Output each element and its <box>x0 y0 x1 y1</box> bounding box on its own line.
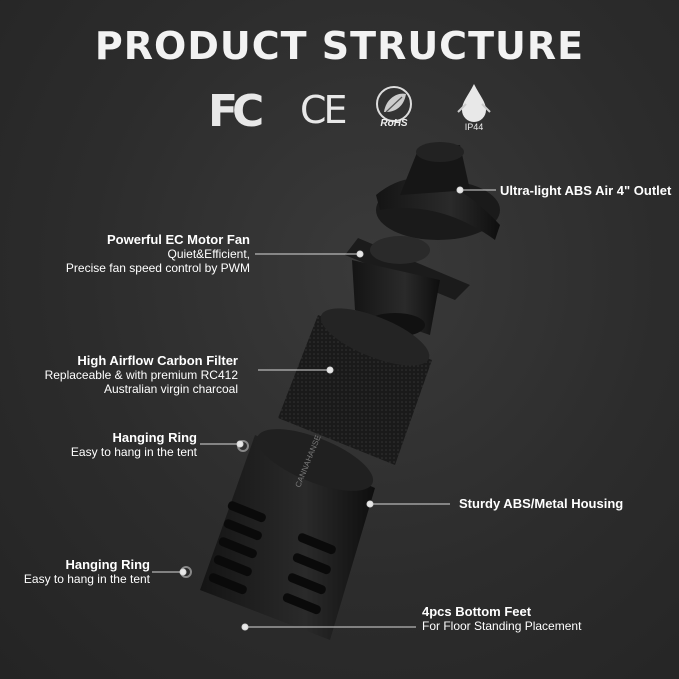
air-outlet <box>376 142 500 240</box>
ring1-heading: Hanging Ring <box>112 430 198 445</box>
motor-line2: Precise fan speed control by PWM <box>65 261 250 275</box>
outlet-label: Ultra-light ABS Air 4" Outlet <box>500 184 671 198</box>
carbon-filter <box>278 308 432 465</box>
feet-label: 4pcs Bottom Feet For Floor Standing Plac… <box>422 604 582 634</box>
filter-label: High Airflow Carbon Filter Replaceable &… <box>10 353 238 397</box>
ring1-line1: Easy to hang in the tent <box>70 445 197 459</box>
housing-label: Sturdy ABS/Metal Housing <box>459 497 623 511</box>
motor-label: Powerful EC Motor Fan Quiet&Efficient, P… <box>10 232 251 276</box>
page-title: PRODUCT STRUCTURE <box>94 24 585 68</box>
feet-heading: 4pcs Bottom Feet <box>422 604 532 619</box>
ring2-label: Hanging Ring Easy to hang in the tent <box>5 557 151 587</box>
svg-text:IP44: IP44 <box>465 122 484 132</box>
outlet-heading: Ultra-light ABS Air 4" Outlet <box>500 183 672 198</box>
callout-lines <box>152 186 496 631</box>
rohs-leaf-icon: RoHS <box>376 86 412 128</box>
ce-logo: CE <box>300 88 348 132</box>
housing-heading: Sturdy ABS/Metal Housing <box>459 496 624 511</box>
svg-text:RoHS: RoHS <box>380 118 408 128</box>
feet-line1: For Floor Standing Placement <box>422 619 582 633</box>
ring2-heading: Hanging Ring <box>65 557 151 572</box>
motor-line1: Quiet&Efficient, <box>167 247 251 261</box>
fan-housing <box>180 429 375 640</box>
filter-line2: Australian virgin charcoal <box>103 382 238 396</box>
water-drop-icon: IP44 <box>457 84 491 132</box>
filter-heading: High Airflow Carbon Filter <box>77 353 238 368</box>
filter-line1: Replaceable & with premium RC412 <box>44 368 238 382</box>
motor-heading: Powerful EC Motor Fan <box>107 232 250 247</box>
ring1-label: Hanging Ring Easy to hang in the tent <box>10 430 198 460</box>
fcc-logo: FC <box>208 86 264 137</box>
ring2-line1: Easy to hang in the tent <box>23 572 150 586</box>
